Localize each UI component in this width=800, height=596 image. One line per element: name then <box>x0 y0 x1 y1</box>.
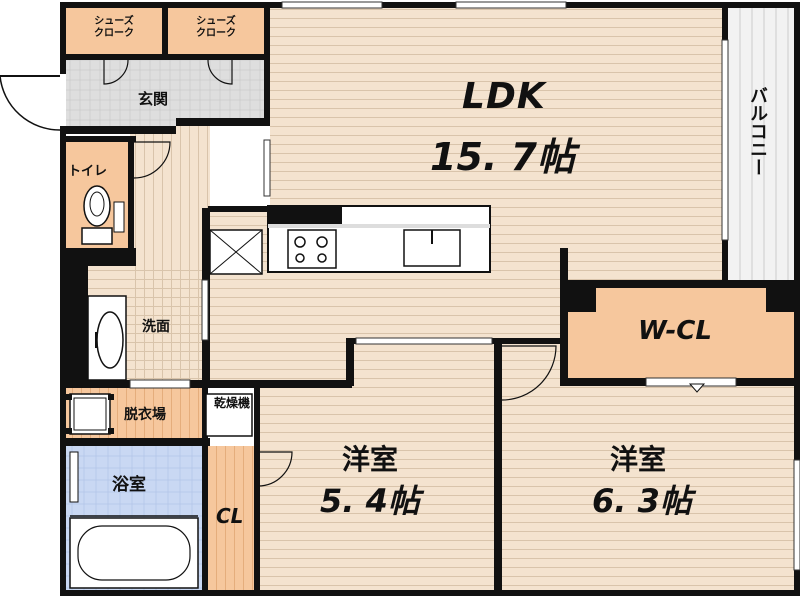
sink-icon <box>403 229 461 267</box>
washroom-label: 洗面 <box>142 319 170 335</box>
wcl-floor <box>568 288 794 378</box>
washbasin-icon <box>87 295 127 381</box>
dryer-label: 乾燥機 <box>214 396 251 410</box>
closet-door-marker <box>688 383 706 393</box>
shoe-closet-1-floor <box>66 8 162 54</box>
balcony-floor <box>728 8 794 280</box>
bath-label: 浴室 <box>112 475 146 495</box>
toilet-label: トイレ <box>68 164 108 179</box>
balcony-label: バルコニー <box>747 86 768 176</box>
ldk-name-label: LDK <box>462 76 546 117</box>
dryer-box <box>205 393 253 437</box>
entrance-label: 玄関 <box>138 90 169 108</box>
wcl-label: W-CL <box>638 316 712 346</box>
room1-name-label: 洋室 <box>342 443 399 476</box>
shoe-closet-doors <box>103 59 233 85</box>
balcony-hatching <box>739 8 789 280</box>
stove-icon <box>287 229 337 269</box>
toilet-icon <box>81 185 125 245</box>
shoe-closet-2-floor <box>168 8 264 54</box>
shoe-closet-2-label: シューズ クローク <box>196 16 236 39</box>
toilet-door-icon <box>133 141 171 179</box>
front-door-icon <box>0 75 61 131</box>
windows <box>129 1 800 571</box>
washing-machine-icon <box>66 393 114 435</box>
bathtub-icon <box>69 451 199 589</box>
room2-name-label: 洋室 <box>610 443 667 476</box>
room1-size-label: 5. 4帖 <box>320 482 420 520</box>
changing-label: 脱衣場 <box>124 407 166 423</box>
ldk-size-label: 15. 7帖 <box>430 135 575 179</box>
room2-size-label: 6. 3帖 <box>592 482 692 520</box>
fridge-space-icon <box>209 229 263 275</box>
shoe-closet-1-label: シューズ クローク <box>94 16 134 39</box>
cl-label: CL <box>216 504 244 528</box>
room-doors <box>257 345 557 546</box>
